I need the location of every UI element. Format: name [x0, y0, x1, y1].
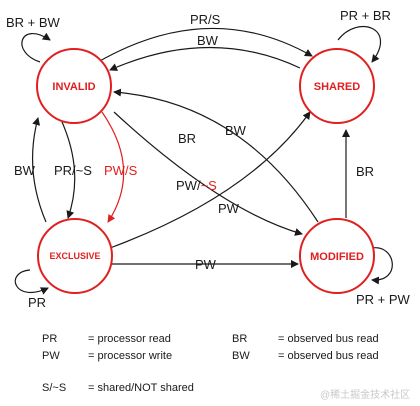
edge-invalid-to-exclusive-pw: [101, 111, 125, 223]
label-invalid-to-exclusive-pw-suffix: S: [129, 163, 138, 178]
label-exclusive-self: PR: [28, 295, 46, 310]
edge-exclusive-to-invalid: [31, 117, 47, 223]
label-invalid-to-exclusive-pw: PW/S: [104, 163, 138, 178]
label-exclusive-to-modified: PW: [195, 257, 217, 272]
edge-invalid-to-shared: [97, 27, 313, 63]
shared-self-loop: [337, 25, 381, 63]
label-invalid-to-exclusive-pr: PR/~S: [54, 163, 92, 178]
label-modified-self: PR + PW: [356, 292, 411, 307]
state-exclusive-label: EXCLUSIVE: [49, 251, 100, 261]
state-modified: MODIFIED: [299, 218, 375, 294]
label-invalid-to-modified-prefix: PW/: [176, 178, 201, 193]
state-shared: SHARED: [299, 48, 375, 124]
label-shared-self: PR + BR: [340, 8, 391, 23]
label-invalid-to-shared: PR/S: [190, 12, 221, 27]
label-invalid-to-modified: PW/~S: [176, 178, 217, 193]
modified-self-loop: [371, 247, 393, 285]
state-shared-label: SHARED: [314, 81, 361, 93]
label-shared-to-modified: PW: [218, 201, 240, 216]
label-invalid-to-exclusive-pw-prefix: PW/: [104, 163, 129, 178]
edge-invalid-to-modified: [113, 111, 303, 236]
edge-shared-to-invalid: [109, 46, 301, 71]
edge-modified-to-invalid: [113, 88, 319, 223]
exclusive-self-loop: [14, 269, 49, 295]
label-invalid-to-modified-suffix: ~S: [201, 178, 218, 193]
state-exclusive: EXCLUSIVE: [37, 218, 113, 294]
invalid-self-loop: [21, 32, 51, 63]
label-shared-to-invalid: BW: [197, 33, 219, 48]
state-invalid-label: INVALID: [52, 81, 95, 93]
state-modified-label: MODIFIED: [310, 251, 364, 263]
edge-exclusive-to-shared: [109, 111, 311, 249]
label-exclusive-to-invalid: BW: [14, 163, 36, 178]
label-invalid-self: BR + BW: [6, 15, 61, 30]
label-modified-to-shared: BR: [356, 164, 374, 179]
label-modified-to-invalid: BW: [225, 123, 247, 138]
label-exclusive-to-shared: BR: [178, 131, 196, 146]
state-invalid: INVALID: [36, 48, 112, 124]
edge-invalid-to-exclusive-pr: [61, 121, 76, 219]
